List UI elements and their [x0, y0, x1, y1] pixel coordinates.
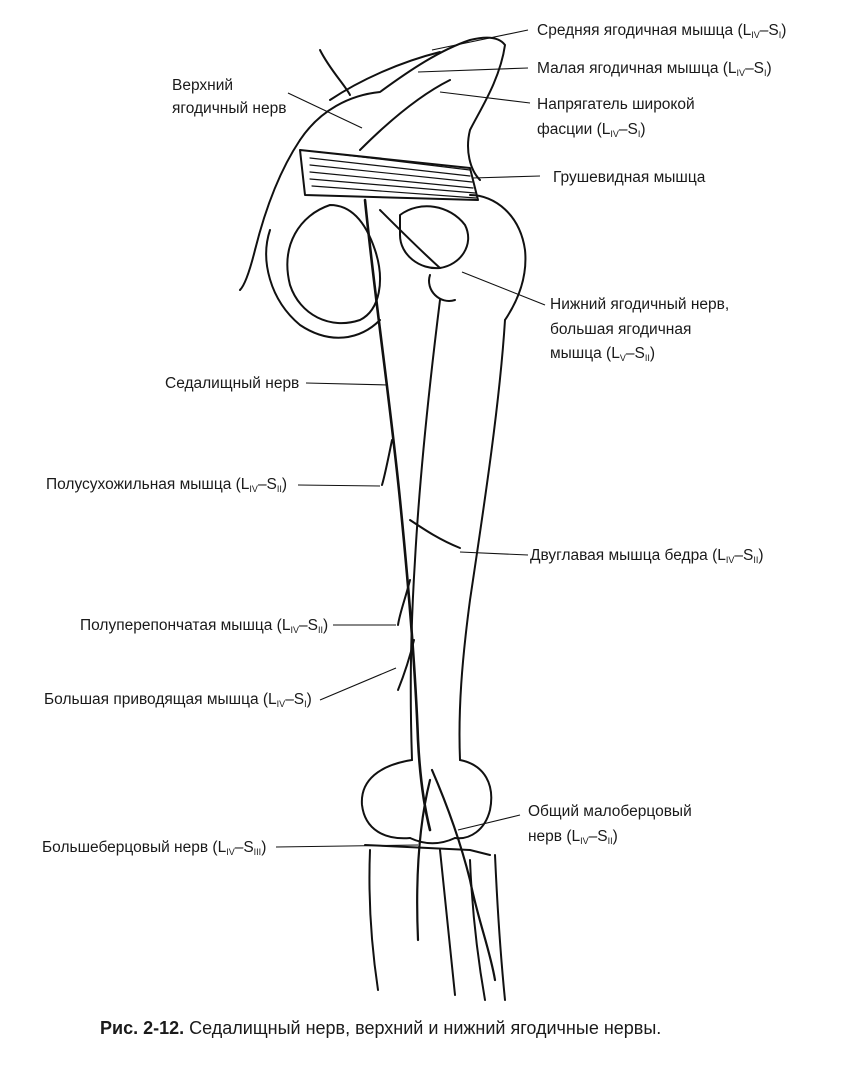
label-common-peroneal-line1: Общий малоберцовый	[528, 801, 692, 822]
label-common-peroneal-line2: нерв (LIV–SII)	[528, 826, 618, 852]
leader-gluteus-medius	[432, 30, 528, 50]
label-tibial-nerve: Большеберцовый нерв (LIV–SIII)	[42, 837, 266, 863]
femur-lateral-edge	[459, 320, 505, 760]
label-gluteus-minimus: Малая ягодичная мышца (LIV–SI)	[537, 58, 772, 84]
leader-inferior-gluteal	[462, 272, 545, 305]
femoral-head	[400, 206, 468, 268]
label-superior-gluteal-line2: ягодичный нерв	[172, 98, 286, 119]
leader-semitendinosus	[298, 485, 380, 486]
label-superior-gluteal-line1: Верхний	[172, 75, 233, 96]
leader-adductor	[320, 668, 396, 700]
semitendinosus-branch	[382, 440, 392, 485]
ilium-outline	[300, 38, 505, 180]
leader-sciatic	[306, 383, 388, 385]
superior-gluteal-nerve	[360, 80, 450, 150]
pelvis-upper-left	[320, 50, 350, 95]
leader-biceps	[460, 552, 528, 555]
pelvis-left-edge	[240, 140, 300, 290]
label-tensor-fasciae-line2: фасции (LIV–SI)	[537, 119, 646, 145]
figure-caption: Рис. 2-12. Седалищный нерв, верхний и ни…	[100, 1018, 661, 1039]
fibula-right	[495, 855, 505, 1000]
inferior-gluteal-nerve	[380, 210, 440, 268]
iliac-crest	[330, 52, 440, 100]
label-inferior-gluteal-line3: мышца (LV–SII)	[550, 343, 655, 369]
label-biceps-femoris: Двуглавая мышца бедра (LIV–SII)	[530, 545, 764, 571]
label-semimembranosus: Полуперепончатая мышца (LIV–SII)	[80, 615, 328, 641]
lesser-trochanter	[429, 275, 455, 301]
label-gluteus-medius: Средняя ягодичная мышца (LIV–SI)	[537, 20, 786, 46]
tibia-left	[369, 850, 378, 990]
common-peroneal-branch	[432, 770, 495, 980]
leader-gluteus-minimus	[418, 68, 528, 72]
greater-trochanter	[470, 195, 525, 320]
ischium	[266, 230, 380, 338]
medial-condyle	[362, 760, 412, 838]
leader-common-peroneal	[458, 815, 520, 830]
sciatic-nerve	[365, 200, 430, 830]
label-piriformis: Грушевидная мышца	[553, 167, 705, 188]
piriformis-band	[300, 150, 478, 200]
figure-number: Рис. 2-12.	[100, 1018, 184, 1038]
label-adductor-magnus: Большая приводящая мышца (LIV–SI)	[44, 689, 312, 715]
label-inferior-gluteal-line2: большая ягодичная	[550, 319, 691, 340]
tibia-right	[440, 850, 455, 995]
label-inferior-gluteal-line1: Нижний ягодичный нерв,	[550, 294, 729, 315]
tibia-plateau	[365, 845, 490, 855]
intercondylar	[410, 838, 455, 843]
figure-caption-text: Седалищный нерв, верхний и нижний ягодич…	[189, 1018, 661, 1038]
label-semitendinosus: Полусухожильная мышца (LIV–SII)	[46, 474, 287, 500]
leader-piriformis	[472, 176, 540, 178]
label-tensor-fasciae-line1: Напрягатель широкой	[537, 94, 695, 115]
label-sciatic-nerve: Седалищный нерв	[165, 373, 299, 394]
